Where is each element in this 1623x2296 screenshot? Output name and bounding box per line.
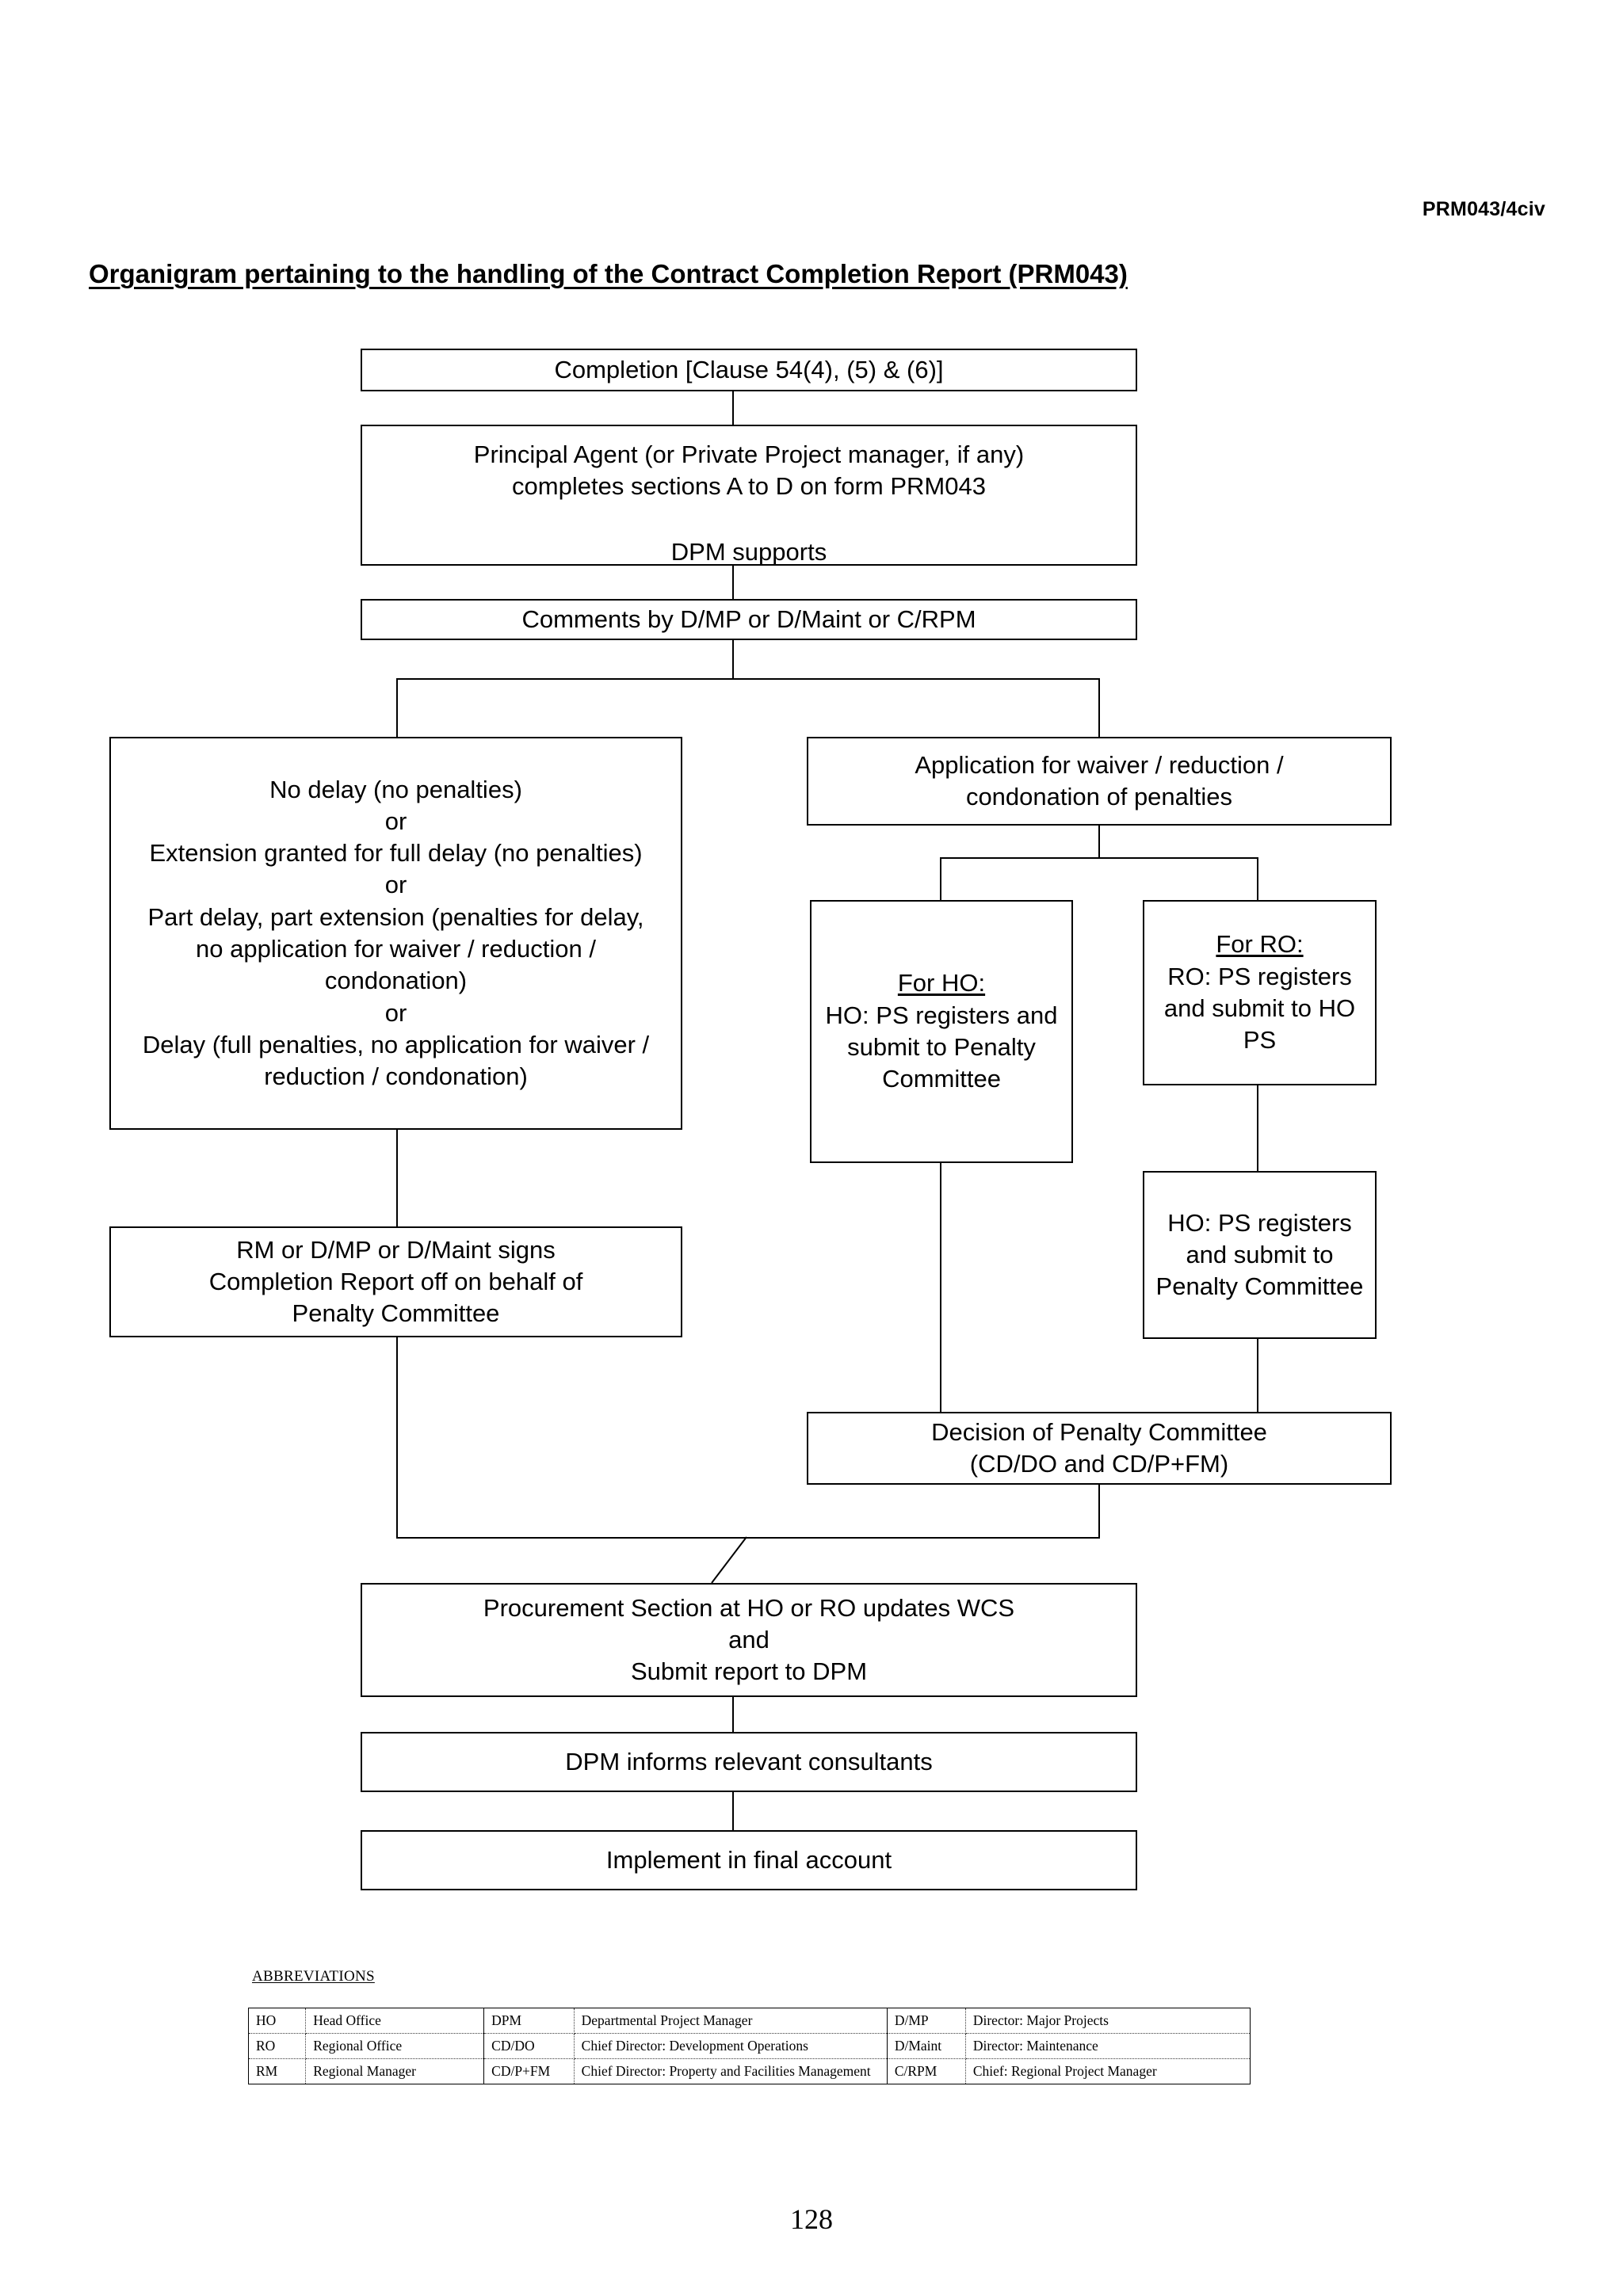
flow-box-ho-ps-second[interactable]: HO: PS registers and submit to Penalty C… bbox=[1143, 1171, 1377, 1339]
flow-box-decision[interactable]: Decision of Penalty Committee (CD/DO and… bbox=[807, 1412, 1392, 1485]
connector-branch-bus bbox=[396, 678, 1100, 680]
flow-box-completion-label: Completion [Clause 54(4), (5) & (6)] bbox=[554, 355, 944, 383]
page-number: 128 bbox=[790, 2203, 833, 2235]
connector-completion-to-agent bbox=[732, 390, 734, 426]
flow-box-for-ro-body: RO: PS registers and submit to HO PS bbox=[1163, 962, 1356, 1055]
connector-branch-right-drop bbox=[1098, 678, 1100, 738]
abbr-key: C/RPM bbox=[887, 2058, 966, 2084]
connector-hr-bus bbox=[940, 857, 1257, 859]
connector-procurement-to-dpm bbox=[732, 1697, 734, 1733]
flow-box-decision-label: Decision of Penalty Committee (CD/DO and… bbox=[931, 1417, 1267, 1478]
table-row: RM Regional Manager CD/P+FM Chief Direct… bbox=[248, 2058, 1251, 2084]
flow-box-ho-ps-second-label: HO: PS registers and submit to Penalty C… bbox=[1155, 1208, 1364, 1301]
flow-box-application-waiver[interactable]: Application for waiver / reduction / con… bbox=[807, 737, 1392, 826]
flow-box-rm-signs[interactable]: RM or D/MP or D/Maint signs Completion R… bbox=[109, 1226, 682, 1337]
abbr-key: RO bbox=[248, 2033, 307, 2059]
flow-box-no-delay-label: No delay (no penalties) or Extension gra… bbox=[142, 775, 650, 1091]
flow-box-completion[interactable]: Completion [Clause 54(4), (5) & (6)] bbox=[361, 349, 1137, 391]
flow-box-for-ho-body: HO: PS registers and submit to Penalty C… bbox=[825, 1001, 1058, 1093]
document-code: PRM043/4civ bbox=[1422, 198, 1545, 220]
abbr-value: Regional Office bbox=[305, 2033, 485, 2059]
flow-box-procurement[interactable]: Procurement Section at HO or RO updates … bbox=[361, 1583, 1137, 1697]
flow-box-principal-agent-label: Principal Agent (or Private Project mana… bbox=[473, 441, 1025, 501]
connector-ro-to-ho2 bbox=[1257, 1084, 1258, 1173]
connector-procurement-bus bbox=[396, 1537, 1100, 1539]
connector-waiver-down bbox=[1098, 805, 1100, 859]
flow-box-for-ho-heading: For HO: bbox=[897, 969, 986, 997]
connector-ho2-to-decision bbox=[1257, 1339, 1258, 1413]
flow-box-principal-agent[interactable]: Principal Agent (or Private Project mana… bbox=[361, 425, 1137, 566]
page-title: Organigram pertaining to the handling of… bbox=[89, 259, 1128, 288]
flow-box-rm-signs-label: RM or D/MP or D/Maint signs Completion R… bbox=[208, 1235, 583, 1328]
abbreviations-heading: ABBREVIATIONS bbox=[252, 1968, 375, 1985]
connector-agent-to-comments bbox=[732, 564, 734, 601]
abbr-value: Director: Major Projects bbox=[965, 2008, 1251, 2034]
connector-decision-down bbox=[1098, 1483, 1100, 1539]
connector-ho-drop bbox=[940, 857, 941, 902]
flow-box-implement[interactable]: Implement in final account bbox=[361, 1830, 1137, 1890]
table-row: HO Head Office DPM Departmental Project … bbox=[248, 2008, 1251, 2034]
connector-dpm-to-implement bbox=[732, 1792, 734, 1832]
flow-box-for-ro-heading: For RO: bbox=[1216, 930, 1304, 959]
connector-diagonal-to-procurement bbox=[711, 1536, 747, 1584]
abbr-key: CD/P+FM bbox=[483, 2058, 575, 2084]
abbr-value: Regional Manager bbox=[305, 2058, 485, 2084]
connector-comments-down bbox=[732, 639, 734, 680]
table-row: RO Regional Office CD/DO Chief Director:… bbox=[248, 2033, 1251, 2059]
connector-rm-down bbox=[396, 1336, 398, 1539]
connector-branch-left-drop bbox=[396, 678, 398, 738]
abbr-key: HO bbox=[248, 2008, 307, 2034]
abbr-key: D/Maint bbox=[887, 2033, 966, 2059]
flow-box-procurement-label: Procurement Section at HO or RO updates … bbox=[483, 1593, 1015, 1686]
abbr-value: Departmental Project Manager bbox=[574, 2008, 888, 2034]
abbr-key: RM bbox=[248, 2058, 307, 2084]
abbr-value: Chief: Regional Project Manager bbox=[972, 2063, 1157, 2079]
flow-box-implement-label: Implement in final account bbox=[605, 1845, 892, 1874]
abbr-value: Chief Director: Property and Facilities … bbox=[574, 2058, 888, 2084]
connector-nodelay-to-rm bbox=[396, 1128, 398, 1230]
flow-box-application-waiver-label: Application for waiver / reduction / con… bbox=[915, 750, 1284, 810]
abbr-key: D/MP bbox=[887, 2008, 966, 2034]
flow-box-for-ho[interactable]: For HO: HO: PS registers and submit to P… bbox=[810, 900, 1073, 1163]
flow-box-dpm-informs-label: DPM informs relevant consultants bbox=[565, 1747, 933, 1775]
flow-box-comments[interactable]: Comments by D/MP or D/Maint or C/RPM bbox=[361, 599, 1137, 640]
flow-box-dpm-informs[interactable]: DPM informs relevant consultants bbox=[361, 1732, 1137, 1792]
abbr-value: Chief Director: Development Operations bbox=[574, 2033, 888, 2059]
flow-box-no-delay[interactable]: No delay (no penalties) or Extension gra… bbox=[109, 737, 682, 1130]
connector-ho-to-decision bbox=[940, 1161, 941, 1413]
flow-box-comments-label: Comments by D/MP or D/Maint or C/RPM bbox=[521, 605, 976, 633]
abbreviations-table: HO Head Office DPM Departmental Project … bbox=[248, 2008, 1251, 2084]
abbr-value: Head Office bbox=[305, 2008, 485, 2034]
flow-box-principal-agent-support: DPM supports bbox=[670, 537, 827, 566]
abbr-value: Director: Maintenance bbox=[965, 2033, 1251, 2059]
abbr-key: DPM bbox=[483, 2008, 575, 2034]
connector-ro-drop bbox=[1257, 857, 1258, 902]
abbr-key: CD/DO bbox=[483, 2033, 575, 2059]
flow-box-for-ro[interactable]: For RO: RO: PS registers and submit to H… bbox=[1143, 900, 1377, 1085]
